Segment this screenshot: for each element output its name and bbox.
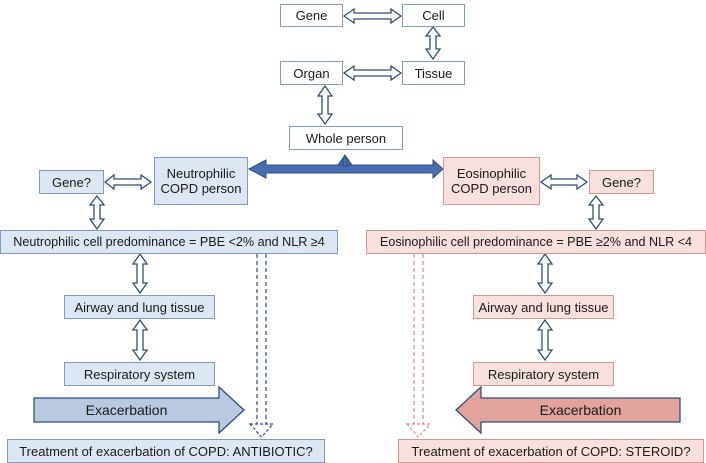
right-exacerbation-arrow	[455, 385, 681, 435]
eosinophilic-person-box: Eosinophilic COPD person	[443, 157, 540, 205]
tissue-label: Tissue	[414, 65, 453, 81]
whole-person-box: Whole person	[289, 126, 403, 150]
right-airway-resp-arrow	[536, 318, 554, 362]
left-exacerbation-arrow	[33, 385, 245, 435]
right-respiratory-box: Respiratory system	[473, 362, 614, 386]
left-predom-airway-arrow	[131, 252, 149, 295]
neutrophilic-predominance-label: Neutrophilic cell predominance = PBE <2%…	[13, 234, 325, 249]
gene-box: Gene	[280, 4, 343, 27]
gene-label: Gene	[295, 8, 328, 23]
organ-box: Organ	[280, 61, 343, 85]
eosinophilic-person-line2: COPD person	[451, 181, 532, 196]
tissue-box: Tissue	[402, 61, 465, 85]
right-gene-label: Gene?	[601, 174, 642, 190]
right-predom-airway-arrow	[536, 252, 554, 295]
left-exacerbation-label: Exacerbation	[34, 398, 219, 422]
right-airway-box: Airway and lung tissue	[473, 295, 614, 319]
left-gene-label: Gene?	[51, 174, 92, 190]
steroid-treatment-label: Treatment of exacerbation of COPD: STERO…	[411, 443, 691, 459]
right-dashed-arrow	[405, 254, 432, 438]
neutrophilic-person-box: Neutrophilic COPD person	[154, 157, 248, 205]
antibiotic-treatment-box: Treatment of exacerbation of COPD: ANTIB…	[7, 439, 325, 463]
left-respiratory-box: Respiratory system	[64, 362, 215, 386]
neutrophilic-person-line2: COPD person	[160, 181, 242, 196]
left-gene-box: Gene?	[39, 170, 104, 194]
whole-person-label: Whole person	[305, 130, 387, 146]
right-exacerbation-text: Exacerbation	[539, 402, 622, 418]
right-gene-predom-arrow	[587, 194, 605, 231]
left-respiratory-label: Respiratory system	[83, 366, 196, 382]
right-respiratory-label: Respiratory system	[487, 366, 600, 382]
left-gene-person-arrow	[103, 173, 153, 191]
steroid-treatment-box: Treatment of exacerbation of COPD: STERO…	[398, 439, 704, 463]
left-airway-resp-arrow	[131, 318, 149, 362]
right-gene-box: Gene?	[589, 170, 654, 194]
gene-cell-arrow	[342, 7, 403, 25]
neutrophilic-person-line1: Neutrophilic	[166, 166, 236, 181]
main-double-arrow	[247, 154, 444, 180]
right-gene-person-arrow	[539, 173, 589, 191]
cell-label: Cell	[422, 8, 445, 23]
right-airway-label: Airway and lung tissue	[478, 299, 609, 315]
eosinophilic-predominance-box: Eosinophilic cell predominance = PBE ≥2%…	[366, 230, 706, 254]
left-airway-label: Airway and lung tissue	[74, 299, 205, 315]
eosinophilic-predominance-label: Eosinophilic cell predominance = PBE ≥2%…	[379, 234, 693, 249]
cell-tissue-arrow	[424, 25, 442, 61]
right-exacerbation-label: Exacerbation	[481, 398, 680, 422]
left-airway-box: Airway and lung tissue	[64, 295, 215, 319]
organ-label: Organ	[293, 65, 330, 81]
antibiotic-treatment-label: Treatment of exacerbation of COPD: ANTIB…	[19, 443, 313, 459]
left-dashed-arrow	[248, 254, 275, 438]
eosinophilic-person-line1: Eosinophilic	[456, 166, 527, 181]
left-gene-predom-arrow	[88, 194, 106, 231]
cell-box: Cell	[402, 4, 465, 27]
organ-person-arrow	[316, 84, 334, 126]
left-exacerbation-text: Exacerbation	[85, 402, 168, 418]
neutrophilic-predominance-box: Neutrophilic cell predominance = PBE <2%…	[0, 230, 338, 254]
organ-tissue-arrow	[342, 64, 403, 82]
